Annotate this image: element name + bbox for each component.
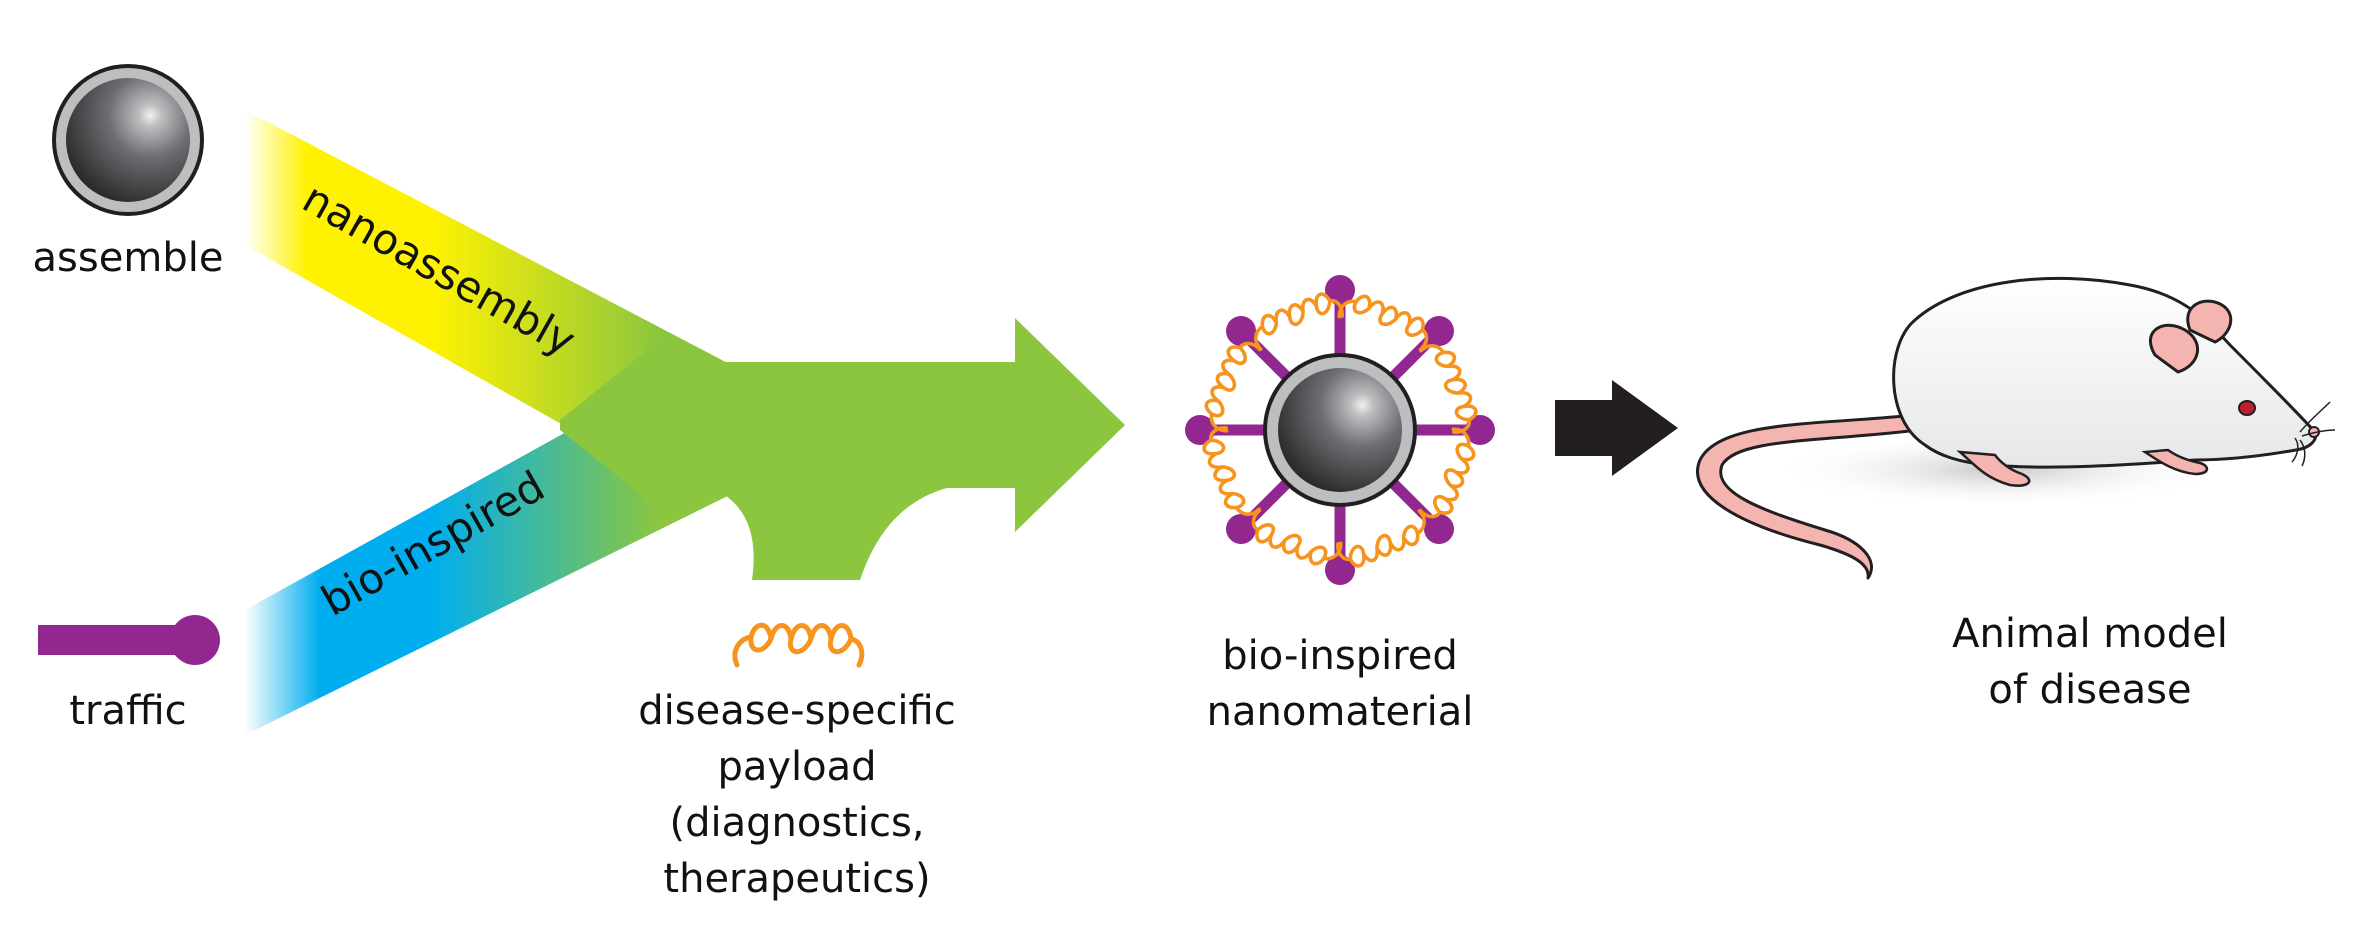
payload-label: disease-specific payload (diagnostics, t… (638, 688, 956, 902)
animal-model-label: Animal model of disease (1952, 611, 2228, 713)
mouse-eye (2238, 400, 2256, 416)
mouse-tail (1696, 413, 1920, 580)
mouse-icon (1696, 276, 2336, 580)
nanomaterial-sphere (1263, 353, 1417, 507)
mouse-back-paw (1956, 450, 2031, 487)
mouse-ear-front (2148, 323, 2200, 374)
orange-coil-icon (735, 625, 862, 665)
ligand-heads (1185, 275, 1495, 585)
mouse-whiskers (2291, 401, 2336, 467)
mouse-body (1892, 276, 2318, 469)
black-arrow (1555, 380, 1678, 476)
purple-ligand-icon (38, 615, 220, 665)
mouse-ear-back (2186, 299, 2233, 344)
traffic-label: traffic (69, 688, 187, 734)
sphere-icon (52, 64, 204, 216)
mouse-front-paw (2141, 448, 2209, 476)
nanomaterial-icon (1185, 275, 1495, 585)
main-arrow (560, 318, 1125, 580)
nanomaterial-label: bio-inspired nanomaterial (1206, 633, 1474, 735)
assemble-label: assemble (32, 235, 224, 281)
